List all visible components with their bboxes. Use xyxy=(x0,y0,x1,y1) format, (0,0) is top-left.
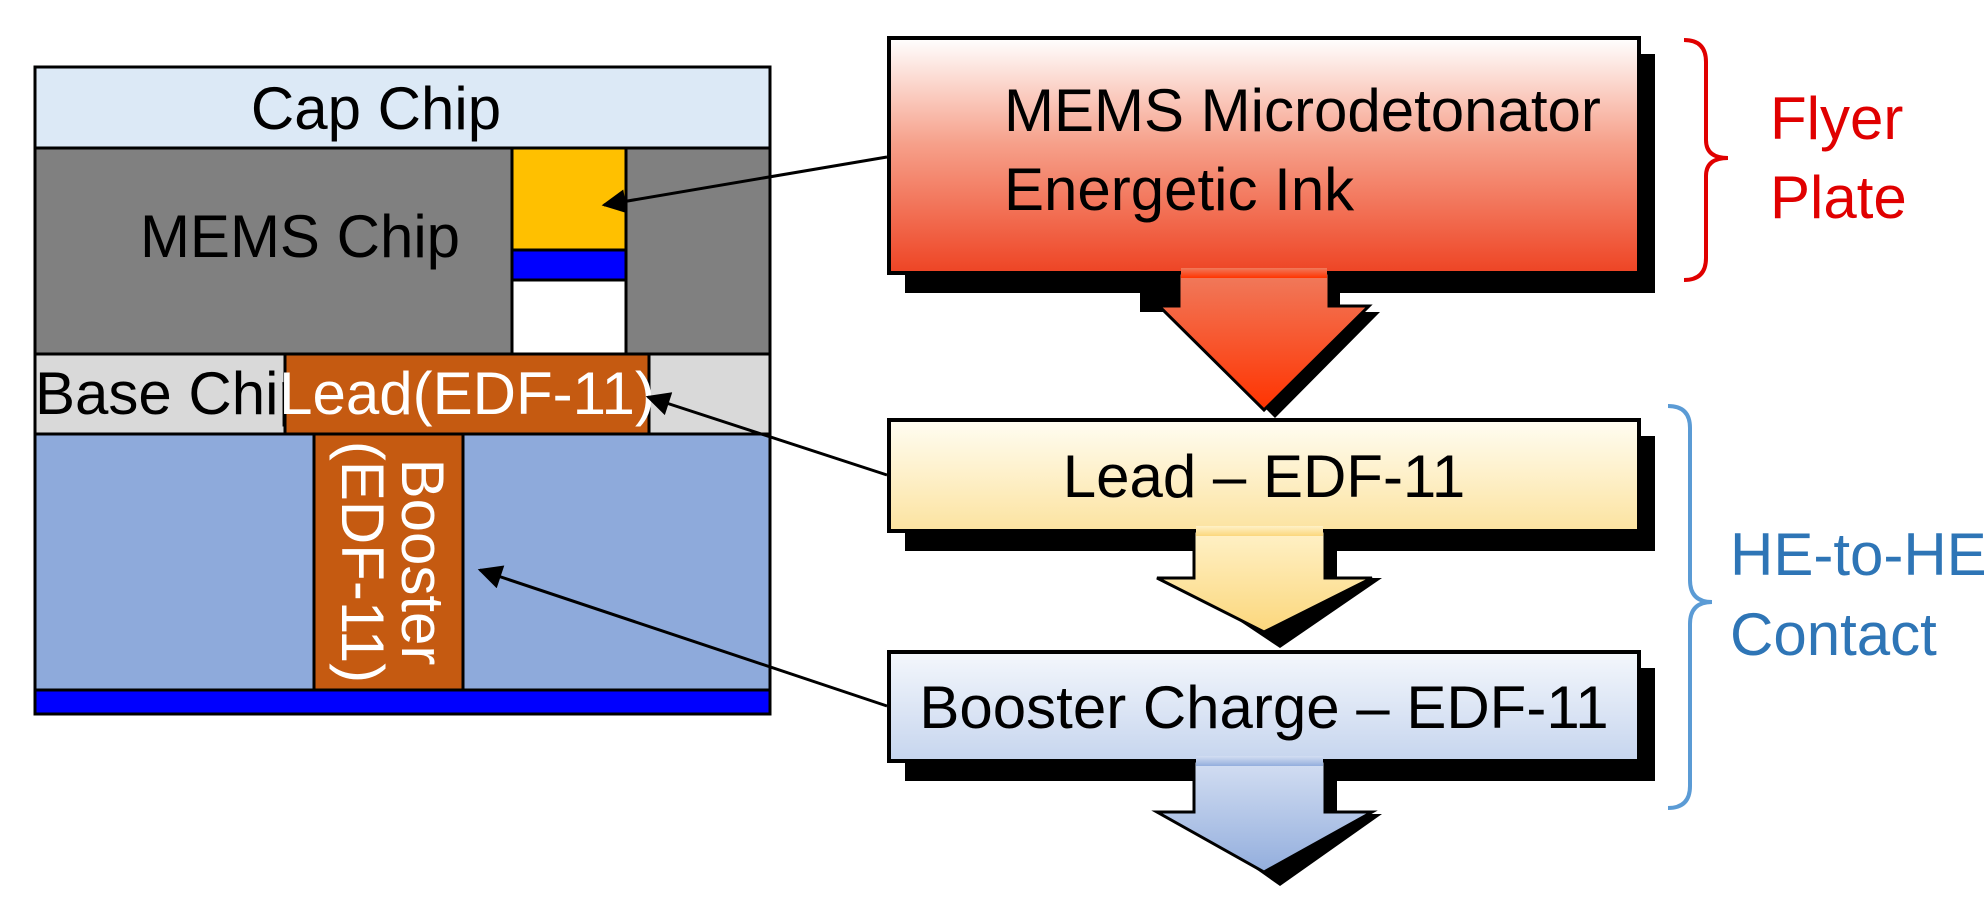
flyer-plate-bracket: Flyer Plate xyxy=(1683,38,1907,282)
flow-step-2: Lead – EDF-11 xyxy=(887,418,1655,648)
connector-arrow-booster xyxy=(477,565,888,708)
flow-step-3-label: Booster Charge – EDF-11 xyxy=(919,674,1608,741)
flow-step-3: Booster Charge – EDF-11 xyxy=(887,650,1655,886)
flow-step-2-label: Lead – EDF-11 xyxy=(1063,443,1465,510)
flow-step-1-box xyxy=(887,36,1641,275)
flyer-plate-label-line2: Plate xyxy=(1770,164,1907,231)
connector-arrows xyxy=(477,155,888,708)
flow-diagram: MEMS Microdetonator Energetic Ink Lead –… xyxy=(887,36,1655,886)
he-contact-brace xyxy=(1667,404,1713,810)
flyer-layer xyxy=(510,248,628,282)
mems-chip-label: MEMS Chip xyxy=(140,203,460,270)
connector-arrow-lead xyxy=(645,392,888,477)
booster-label-line1: Booster xyxy=(389,459,456,666)
flow-step-2-box xyxy=(887,418,1641,533)
he-contact-bracket: HE-to-HE Contact xyxy=(1667,404,1984,810)
flyer-plate-label-line1: Flyer xyxy=(1770,85,1903,152)
mems-chip xyxy=(33,146,772,356)
booster-label-line2: (EDF-11) xyxy=(329,441,396,683)
booster-charge xyxy=(312,432,465,692)
cap-chip-label: Cap Chip xyxy=(251,75,501,142)
flow-step-1-label-line1: MEMS Microdetonator xyxy=(1004,77,1601,144)
flow-arrow-3 xyxy=(1151,759,1378,874)
flow-arrow-2 xyxy=(1156,529,1373,634)
flow-step-3-box xyxy=(887,650,1641,763)
he-contact-label-line1: HE-to-HE xyxy=(1730,521,1984,588)
lead-charge-label: Lead(EDF-11) xyxy=(279,360,655,427)
cap-chip xyxy=(33,65,772,150)
connector-arrow-ink xyxy=(601,155,888,214)
flow-step-1-label-line2: Energetic Ink xyxy=(1004,156,1355,223)
flyer-plate-brace xyxy=(1683,38,1729,282)
booster-charge-label: Booster (EDF-11) xyxy=(329,441,456,683)
base-chip-label: Base Chip xyxy=(35,360,312,427)
bottom-layer xyxy=(33,688,772,716)
energetic-ink-layer xyxy=(510,146,628,252)
he-contact-label-line2: Contact xyxy=(1730,601,1937,668)
barrel-cavity xyxy=(510,278,628,356)
flow-arrow-1 xyxy=(1155,271,1373,413)
chip-stack: Cap Chip MEMS Chip Base Chip Lead(EDF-11… xyxy=(33,65,772,716)
flow-step-1: MEMS Microdetonator Energetic Ink xyxy=(887,36,1655,418)
